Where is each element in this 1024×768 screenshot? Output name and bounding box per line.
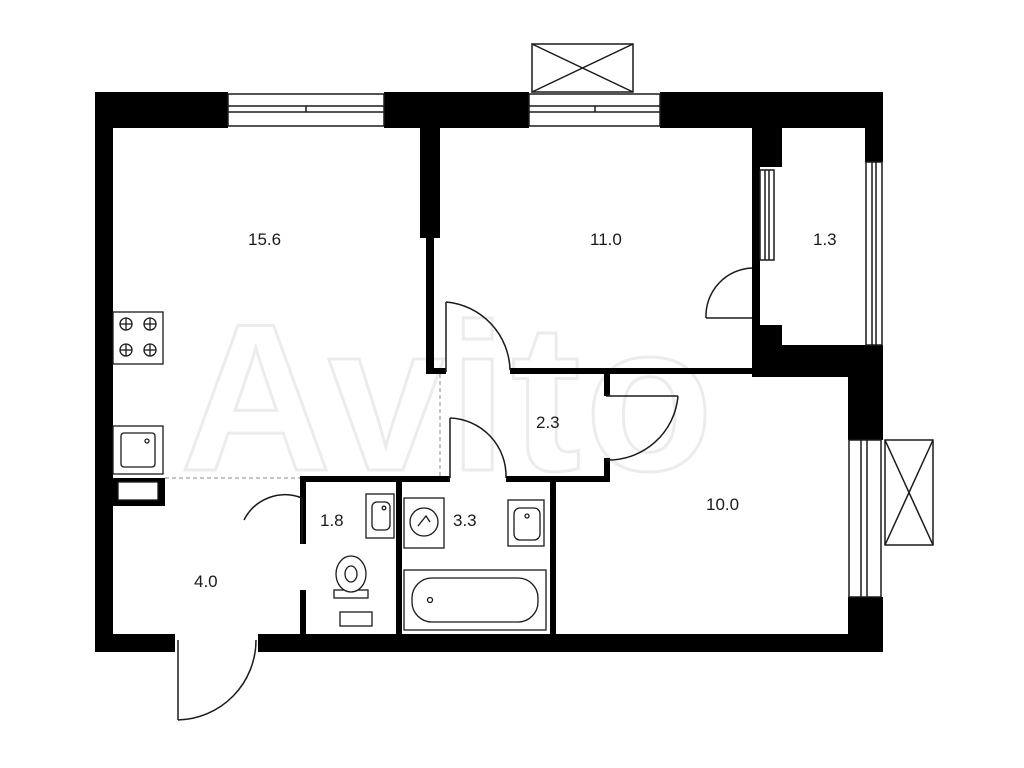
stove-icon xyxy=(112,311,164,365)
room-area-corridor: 2.3 xyxy=(536,413,560,432)
bathtub-icon xyxy=(403,569,547,631)
washing-machine-icon xyxy=(403,497,445,549)
zone-dividers xyxy=(165,374,441,479)
room-area-hall: 4.0 xyxy=(194,572,218,591)
room-area-wc: 1.8 xyxy=(320,511,344,530)
room-area-balcony: 1.3 xyxy=(813,230,837,249)
toilet-icon xyxy=(333,555,373,627)
room-area-kitchen-living: 15.6 xyxy=(248,230,281,249)
room-area-bedroom-2: 10.0 xyxy=(706,495,739,514)
exterior-walls xyxy=(95,92,883,652)
room-area-bathroom: 3.3 xyxy=(453,511,477,530)
windows xyxy=(227,93,883,598)
wc-sink-icon xyxy=(365,493,395,539)
ac-units xyxy=(531,43,934,546)
room-area-bedroom: 11.0 xyxy=(590,230,622,249)
bathroom-sink-icon xyxy=(507,499,545,547)
shoe-cabinet-icon xyxy=(117,481,159,501)
kitchen-sink-icon xyxy=(112,425,164,475)
interior-walls xyxy=(300,128,760,636)
room-labels: 15.6 11.0 1.3 2.3 1.8 3.3 10.0 4.0 xyxy=(194,230,837,591)
doors xyxy=(177,267,753,721)
